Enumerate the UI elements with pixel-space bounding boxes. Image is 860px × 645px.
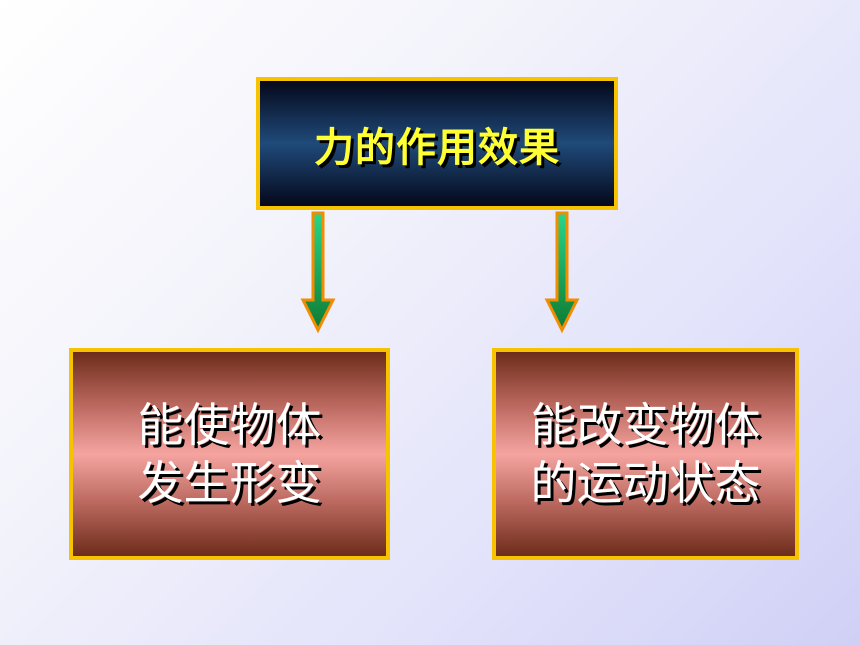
motion-effect-text: 能改变物体 的运动状态 <box>531 396 761 512</box>
main-concept-label: 力的作用效果 <box>314 124 560 171</box>
arrow-down-icon <box>544 211 580 334</box>
arrow-down-icon <box>300 211 336 334</box>
motion-line-1: 能改变物体 <box>530 398 761 452</box>
deformation-effect-text: 能使物体 发生形变 <box>138 396 322 512</box>
motion-line-2: 的运动状态 <box>530 456 761 510</box>
deformation-line-2: 发生形变 <box>137 456 322 510</box>
main-concept-box: 力的作用效果 <box>256 77 618 210</box>
deformation-effect-box: 能使物体 发生形变 <box>69 348 390 560</box>
deformation-line-1: 能使物体 <box>137 398 322 452</box>
motion-effect-box: 能改变物体 的运动状态 <box>492 348 799 560</box>
